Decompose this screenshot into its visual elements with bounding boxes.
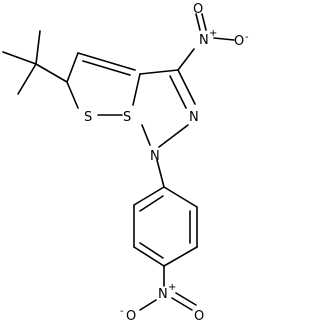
bond-c3-n2: [177, 69, 196, 105]
charge-n-nitro-bottom: +: [168, 282, 176, 293]
tert-butyl-group: [2, 30, 68, 95]
atom-o-bottom-left: O: [126, 309, 136, 324]
bond-c4-c3a: [77, 52, 136, 71]
bond-ar-1-double: [139, 195, 164, 212]
molecule-diagram: N + O - O N N S S N + O - O: [2, 2, 249, 324]
bond-cq-ch3-top: [35, 30, 41, 65]
bond-nnitro-o-left: [195, 13, 201, 31]
bond-ar-2: [163, 186, 198, 208]
phenyl-ring: [133, 159, 198, 267]
bond-n1-ipso: [156, 159, 165, 188]
nitro-group-top: [177, 13, 235, 71]
atom-s-center: S: [123, 110, 131, 125]
charge-o-top-right: -: [245, 32, 249, 43]
atom-n-ring-bottom: N: [150, 149, 160, 164]
nitro-group-bottom: [139, 265, 197, 311]
bond-c3a-c3: [139, 69, 179, 75]
bond-n1-s: [141, 124, 151, 146]
atom-n-nitro-top: N: [199, 33, 209, 48]
fused-ring-system: [66, 52, 196, 148]
bond-n2-n1: [158, 124, 189, 148]
bond-ar-5-double: [139, 242, 164, 259]
bond-ar-4: [163, 246, 198, 267]
atom-o-top-right: O: [234, 34, 244, 49]
bond-ar-5: [133, 246, 165, 267]
bond-s-c3a: [132, 73, 141, 106]
bond-cq-ch3-up: [35, 63, 68, 83]
bond-ar-1: [133, 186, 165, 206]
bond-cq-ch3-down: [17, 63, 37, 95]
atom-o-bottom-right: O: [194, 309, 204, 324]
atom-o-top-left: O: [193, 2, 203, 17]
charge-n-nitro-top: +: [209, 28, 217, 39]
bond-c5-c4: [66, 52, 79, 83]
bond-nnitro-o-right-bottom-double: [175, 292, 197, 306]
bond-nnitro-o-right: [213, 37, 235, 41]
bond-nnitro-o-left-double: [201, 13, 207, 31]
atom-n-nitro-bottom: N: [158, 287, 168, 302]
bond-cq-ch3-left: [2, 51, 37, 65]
charge-o-bottom-left: -: [120, 306, 124, 317]
bond-c3-n2-double: [169, 75, 187, 109]
bond-c3-nnitro: [177, 48, 195, 71]
bond-c5-s-left: [66, 81, 79, 109]
molecule-svg: N + O - O N N S S N + O - O: [2, 2, 249, 324]
bond-nnitro-o-left-bottom: [139, 299, 157, 311]
bond-nnitro-o-right-bottom: [171, 297, 193, 311]
bond-c4-c3a-double: [82, 60, 131, 76]
atom-n-ring-right: N: [189, 110, 199, 125]
atom-s-left: S: [84, 110, 92, 125]
